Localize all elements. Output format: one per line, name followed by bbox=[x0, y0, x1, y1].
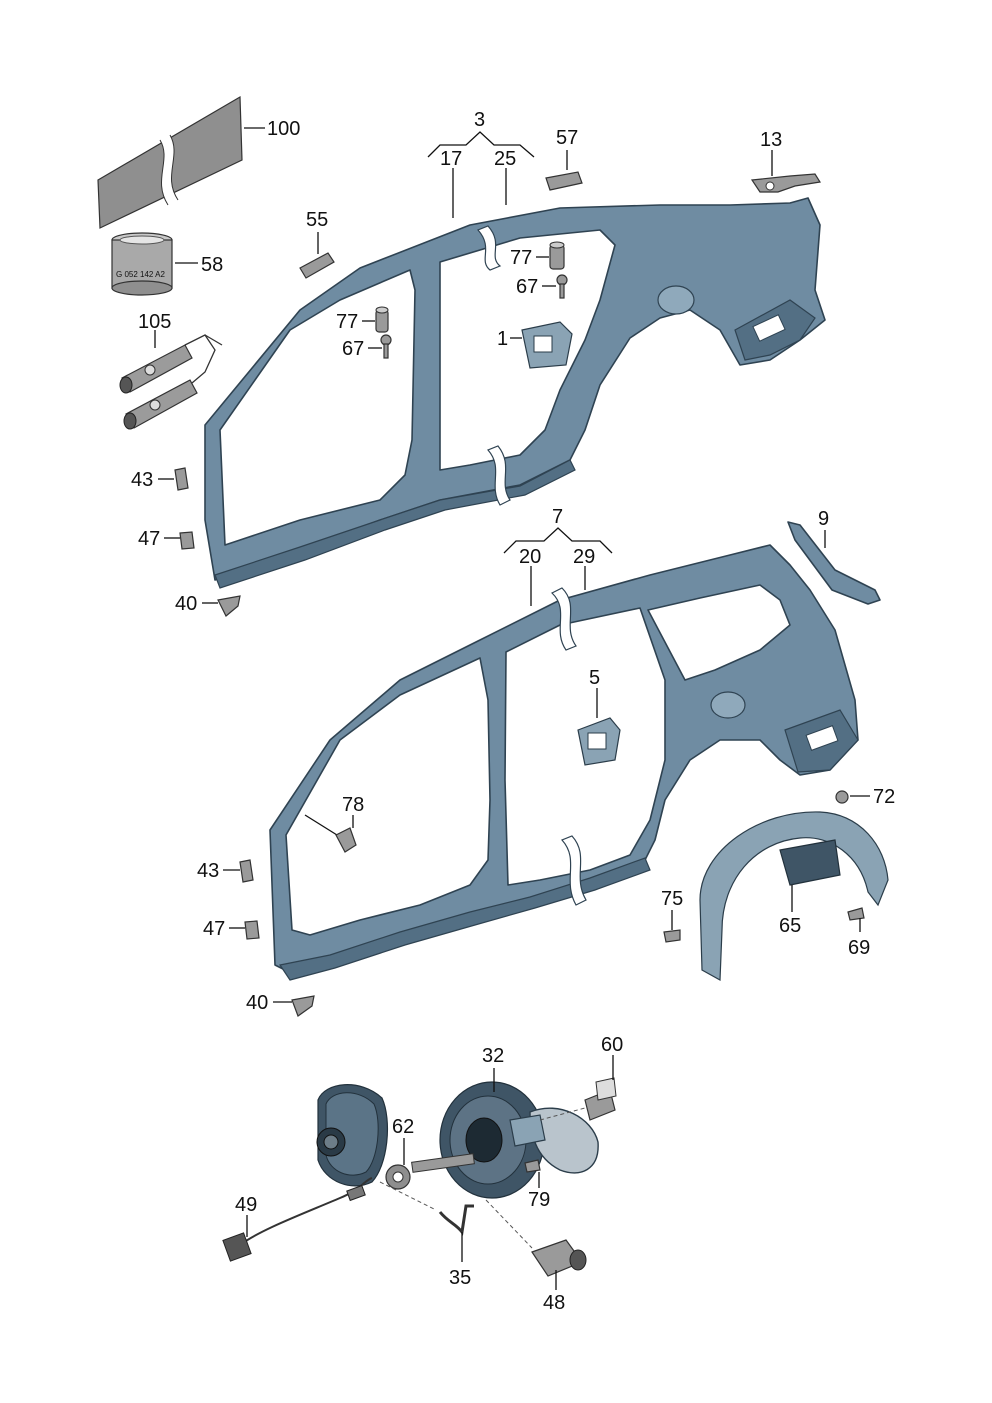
part-13-bracket bbox=[750, 150, 821, 193]
label-20: 20 bbox=[519, 546, 541, 568]
label-67-upper-a: 67 bbox=[342, 338, 364, 360]
label-75: 75 bbox=[661, 888, 683, 910]
part-100-sheet bbox=[97, 95, 243, 229]
part-105-cartridges bbox=[119, 330, 223, 430]
label-49: 49 bbox=[235, 1194, 257, 1216]
part-62-grommet bbox=[385, 1138, 411, 1190]
label-7: 7 bbox=[552, 506, 563, 528]
part-43-upper bbox=[174, 467, 189, 491]
label-72: 72 bbox=[873, 786, 895, 808]
part-72-clip bbox=[835, 790, 849, 804]
label-62: 62 bbox=[392, 1116, 414, 1138]
part-77-plug-upper-a bbox=[375, 306, 389, 333]
part-55-clip bbox=[299, 232, 335, 279]
part-60-actuator bbox=[584, 1055, 617, 1121]
label-78: 78 bbox=[342, 794, 364, 816]
label-32: 32 bbox=[482, 1045, 504, 1067]
label-67-upper-b: 67 bbox=[516, 276, 538, 298]
part-75-rivet bbox=[663, 910, 681, 943]
lower-side-panel bbox=[269, 544, 859, 981]
label-47-upper: 47 bbox=[138, 528, 160, 550]
label-40-upper: 40 bbox=[175, 593, 197, 615]
part-78-plug bbox=[304, 814, 357, 853]
label-77-upper-a: 77 bbox=[336, 311, 358, 333]
part-32-filler-housing bbox=[411, 1068, 545, 1199]
part-57-clip bbox=[545, 150, 583, 191]
assembly-lines bbox=[379, 1107, 586, 1249]
part-49-cable bbox=[222, 1177, 373, 1262]
label-17: 17 bbox=[440, 148, 462, 170]
label-35: 35 bbox=[449, 1267, 471, 1289]
label-47-lower: 47 bbox=[203, 918, 225, 940]
label-105: 105 bbox=[138, 311, 171, 333]
part-67-screw-upper-b bbox=[556, 274, 568, 299]
label-100: 100 bbox=[267, 118, 300, 140]
part-35-hose bbox=[438, 1204, 474, 1262]
part-47-lower bbox=[244, 920, 260, 940]
label-40-lower: 40 bbox=[246, 992, 268, 1014]
label-9: 9 bbox=[818, 508, 829, 530]
part-1-hinge bbox=[521, 321, 573, 369]
label-25: 25 bbox=[494, 148, 516, 170]
label-1: 1 bbox=[497, 328, 508, 350]
label-58: 58 bbox=[201, 254, 223, 276]
label-group-3 bbox=[427, 131, 535, 218]
label-57: 57 bbox=[556, 127, 578, 149]
part-47-upper bbox=[179, 531, 195, 550]
can-label-text: G 052 142 A2 bbox=[116, 270, 165, 279]
fuel-filler-housing-seal bbox=[316, 1084, 389, 1187]
part-40-upper bbox=[217, 595, 241, 617]
label-77-upper-b: 77 bbox=[510, 247, 532, 269]
fuel-filler-flap bbox=[509, 1107, 599, 1174]
label-60: 60 bbox=[601, 1034, 623, 1056]
part-79-screw bbox=[524, 1159, 541, 1188]
part-65-wheelhouse-liner bbox=[699, 811, 889, 981]
part-77-plug-upper-b bbox=[549, 241, 565, 270]
label-65: 65 bbox=[779, 915, 801, 937]
part-69-screw bbox=[847, 907, 865, 932]
part-58-can: G 052 142 A2 bbox=[111, 232, 173, 296]
label-79: 79 bbox=[528, 1189, 550, 1211]
part-43-lower bbox=[239, 859, 254, 883]
label-13: 13 bbox=[760, 129, 782, 151]
part-67-screw-upper-a bbox=[380, 334, 392, 359]
part-40-lower bbox=[291, 995, 315, 1017]
label-43-lower: 43 bbox=[197, 860, 219, 882]
label-3: 3 bbox=[474, 109, 485, 131]
label-69: 69 bbox=[848, 937, 870, 959]
part-9-strip bbox=[787, 521, 881, 605]
part-5-hinge bbox=[577, 688, 621, 766]
label-group-7 bbox=[503, 527, 613, 606]
label-29: 29 bbox=[573, 546, 595, 568]
label-55: 55 bbox=[306, 209, 328, 231]
label-5: 5 bbox=[589, 667, 600, 689]
label-48: 48 bbox=[543, 1292, 565, 1314]
part-48-sensor bbox=[531, 1239, 587, 1290]
label-43-upper: 43 bbox=[131, 469, 153, 491]
